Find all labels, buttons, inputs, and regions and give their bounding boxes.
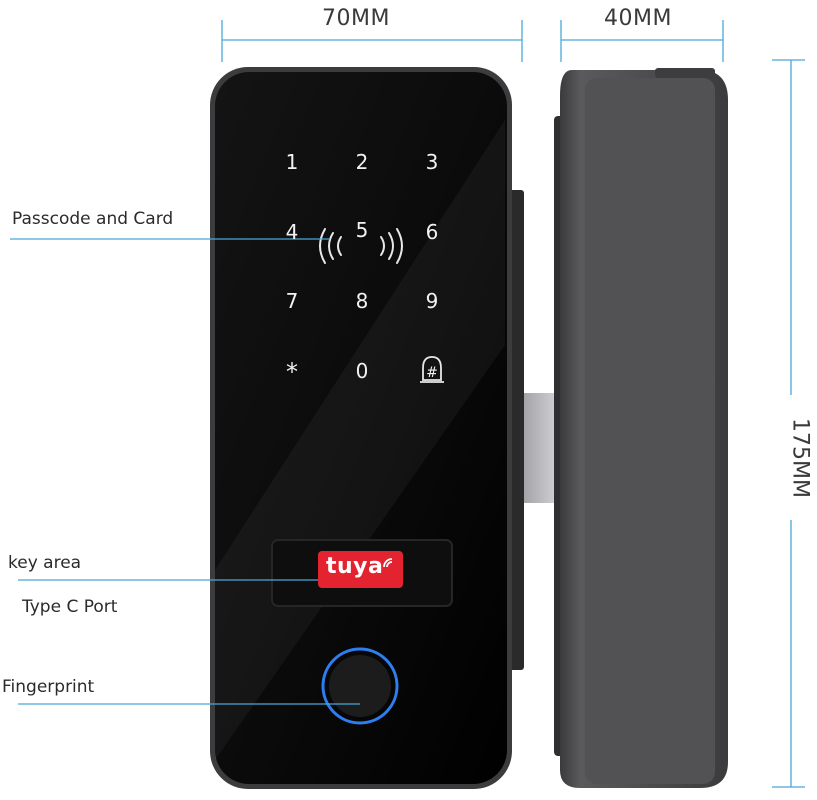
callout-lines (10, 238, 360, 705)
dimension-lines (221, 20, 805, 788)
keypad-key[interactable]: 5 (355, 218, 369, 242)
nfc-icon (319, 228, 403, 264)
strike-unit (554, 68, 728, 788)
width-front-label: 70MM (322, 6, 390, 31)
width-side-label: 40MM (604, 6, 672, 31)
keypad-key[interactable]: 2 (355, 150, 369, 174)
keypad-key[interactable]: 1 (285, 150, 299, 174)
key-area-label: key area (8, 553, 82, 573)
fingerprint-label: Fingerprint (2, 677, 95, 697)
keypad-key[interactable]: 8 (355, 289, 369, 313)
bell-icon (422, 356, 442, 381)
keypad-key-hash[interactable]: # (426, 365, 438, 381)
type-c-port-label: Type C Port (22, 597, 118, 617)
keypad-key[interactable]: 0 (355, 359, 369, 383)
keypad-key[interactable]: 9 (425, 289, 439, 313)
height-label: 175MM (787, 418, 813, 498)
keypad-key[interactable]: 7 (285, 289, 299, 313)
wifi-icon (383, 558, 393, 568)
tuya-logo: tuya (318, 551, 403, 588)
passcode-card-label: Passcode and Card (12, 209, 174, 229)
keypad-key[interactable]: 3 (425, 150, 439, 174)
tuya-logo-text: tuya (326, 554, 384, 579)
keypad-key-star[interactable]: * (286, 358, 298, 386)
keypad-key[interactable]: 6 (425, 220, 439, 244)
fingerprint-sensor (321, 647, 399, 725)
keypad-key[interactable]: 4 (285, 220, 299, 244)
